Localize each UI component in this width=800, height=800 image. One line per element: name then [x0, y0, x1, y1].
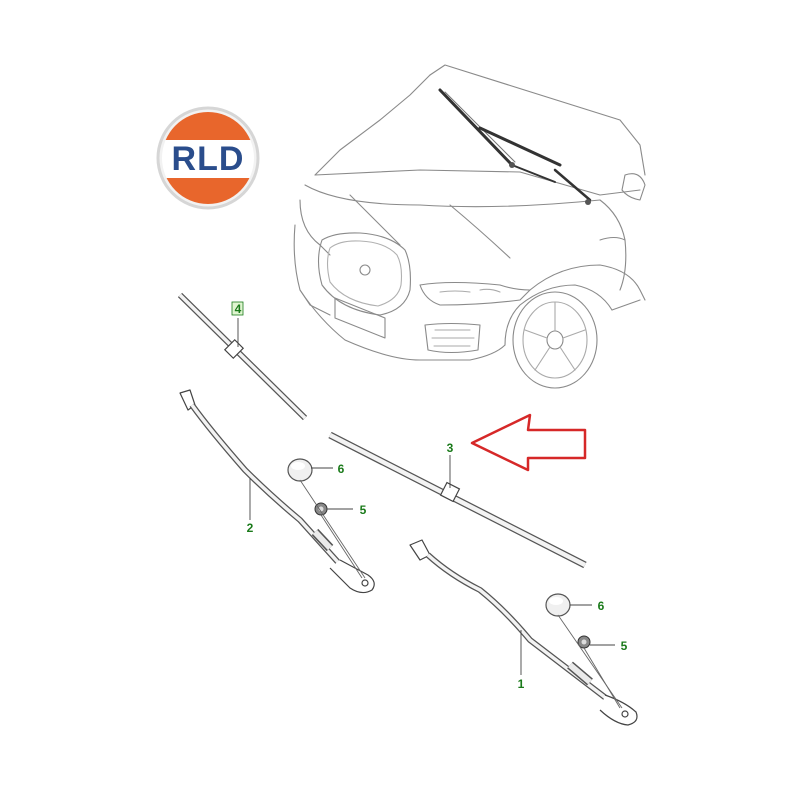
logo-middle-band [162, 140, 254, 178]
logo-bottom-band [162, 178, 254, 204]
callout-3: 3 [447, 441, 454, 455]
callout-6-left: 6 [338, 462, 345, 476]
wiper-blade-short [177, 292, 308, 421]
callout-5-left: 5 [360, 503, 367, 517]
wiper-arm-right [409, 539, 638, 726]
callout-1: 1 [518, 677, 525, 691]
cap-right [545, 593, 571, 617]
callout-2: 2 [247, 521, 254, 535]
highlight-arrow [470, 413, 587, 472]
cap-left [287, 458, 313, 482]
wiper-arm-left [179, 389, 375, 594]
callout-4: 4 [235, 302, 242, 316]
car-front-illustration [293, 64, 646, 389]
installed-wipers [438, 88, 592, 205]
callout-5-right: 5 [621, 639, 628, 653]
rld-logo: RLD [156, 106, 260, 210]
callouts: 1 2 3 4 5 5 6 6 [231, 301, 628, 691]
logo-text: RLD [172, 140, 245, 178]
assembly-guides [299, 479, 623, 709]
leader-lines [311, 467, 615, 646]
callout-4-box [231, 301, 244, 316]
wiper-blade-long [328, 431, 587, 569]
callout-6-right: 6 [598, 599, 605, 613]
